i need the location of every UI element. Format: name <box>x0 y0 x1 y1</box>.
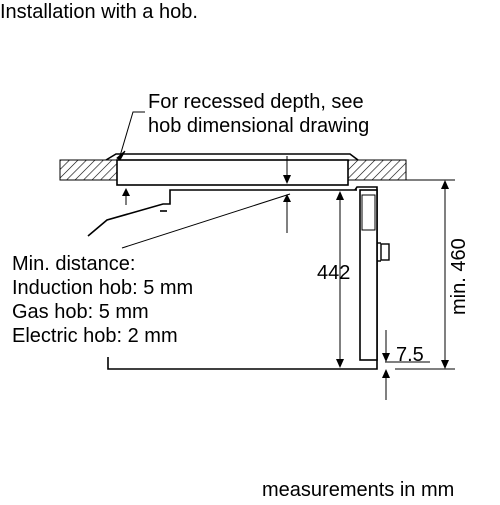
dimension-7-5-label: 7.5 <box>396 344 424 366</box>
dimension-7-5 <box>382 330 430 400</box>
diagram-title: Installation with a hob. <box>0 1 198 23</box>
min-distance-induction: Induction hob: 5 mm <box>12 277 193 299</box>
dimension-442 <box>336 191 344 368</box>
recess-note-line-1: For recessed depth, see <box>148 91 364 113</box>
measurement-unit-note: measurements in mm <box>262 479 454 500</box>
min-distance-arrow-center <box>283 194 291 233</box>
hob <box>105 153 359 186</box>
min-distance-gas: Gas hob: 5 mm <box>12 301 149 323</box>
worktop <box>59 159 407 181</box>
min-distance-leader <box>121 193 291 249</box>
oven-door <box>359 189 378 361</box>
min-distance-electric: Electric hob: 2 mm <box>12 325 178 347</box>
dimension-442-label: 442 <box>317 262 350 284</box>
min-distance-arrow-left <box>122 188 130 205</box>
min-distance-heading: Min. distance: <box>12 253 135 275</box>
dimension-460-label: min. 460 <box>448 238 470 315</box>
hob-underside-arrow <box>283 156 291 184</box>
oven-handle <box>377 242 390 262</box>
dimension-460 <box>395 179 455 370</box>
recess-note-leader <box>116 111 145 161</box>
recess-note-line-2: hob dimensional drawing <box>148 115 369 137</box>
